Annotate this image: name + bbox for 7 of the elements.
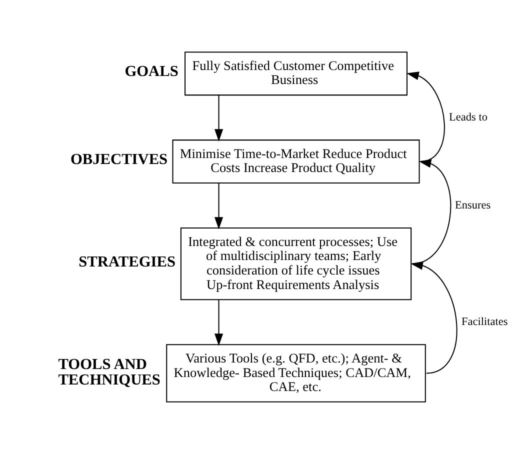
edge-label: Ensures [455,199,491,212]
node-label: OBJECTIVES [70,151,168,168]
node-label: GOALS [124,63,178,80]
edge-label: Leads to [449,111,488,124]
node-label: STRATEGIES [78,253,176,270]
node-label: TOOLS AND TECHNIQUES [58,356,160,389]
edge-label: Facilitates [461,316,508,328]
